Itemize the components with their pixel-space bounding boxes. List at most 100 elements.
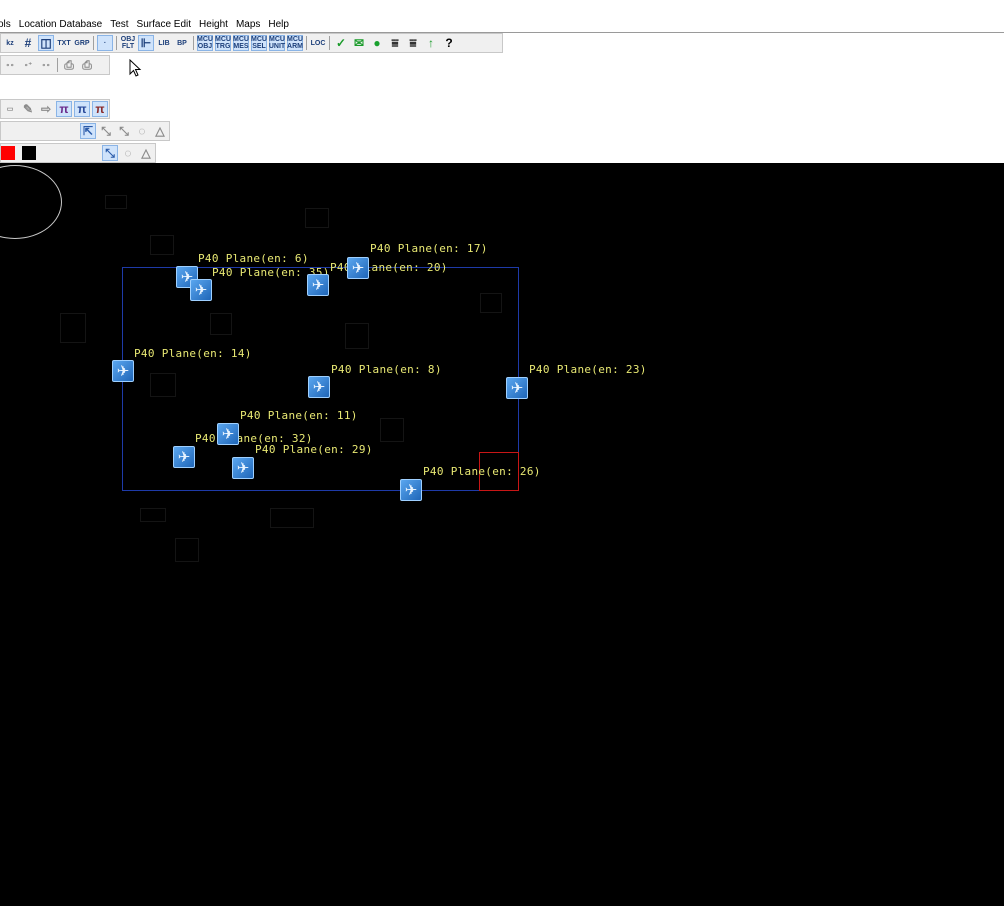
ground-level-2-icon[interactable]: ⩸ [409,35,417,50]
faint-object [60,313,86,343]
arrow-icon[interactable]: ⇨ [40,101,52,116]
plane-icon[interactable]: ✈ [173,446,195,468]
resize-3-icon[interactable]: ⤡ [102,145,118,161]
plane-icon[interactable]: ✈ [112,360,134,382]
edit-toolbar: ⇱ ⤡ ⤡ ◌ △ [0,121,170,141]
plane-label: P40 Plane(en: 11) [240,409,358,422]
dot-icon[interactable]: ● [373,35,381,50]
faint-object [150,373,176,397]
mcu-unit-icon[interactable]: MCU UNIT [268,35,286,51]
menu-surface-edit[interactable]: Surface Edit [136,19,192,30]
red-color-swatch[interactable] [1,146,15,160]
plane-icon[interactable]: ✈ [400,479,422,501]
node-split-icon[interactable]: ∘∘ [41,61,51,69]
draw-toolbar: ▭ ✎ ⇨ π π π [0,99,110,119]
kz-tool-icon[interactable]: kz [6,39,14,47]
pencil-icon[interactable]: ✎ [22,101,34,116]
mcu-arm-icon[interactable]: MCU ARM [287,35,303,51]
faint-object [305,208,329,228]
mcu-trg-icon[interactable]: MCU TRG [215,35,231,51]
up-arrow-icon[interactable]: ↑ [428,35,434,50]
pi-2-icon[interactable]: π [74,101,90,117]
ground-level-icon[interactable]: ⩸ [391,35,399,50]
mcu-sel-icon[interactable]: MCU SEL [251,35,267,51]
plane-label: P40 Plane(en: 29) [255,443,373,456]
color-toolbar: ⤡ ◌ △ [0,143,156,163]
toolbar-separator [193,36,194,50]
mail-icon[interactable]: ✉ [353,35,365,50]
plane-label: P40 Plane(en: 17) [370,242,488,255]
black-color-swatch[interactable] [22,146,36,160]
panel-icon[interactable]: ◫ [38,35,54,51]
mcu-obj-icon[interactable]: MCU OBJ [197,35,213,51]
menu-height[interactable]: Height [199,19,228,30]
node-toolbar: ∘∘ ∘⁺ ∘∘ ⎙ ⎙ [0,55,110,75]
faint-object [150,235,174,255]
mcu-mes-icon[interactable]: MCU MES [233,35,249,51]
plane-icon[interactable]: ✈ [308,376,330,398]
plane-icon[interactable]: ✈ [190,279,212,301]
point-icon[interactable]: · [97,35,113,51]
plane-label: P40 Plane(en: 14) [134,347,252,360]
faint-object [480,293,502,313]
plane-icon[interactable]: ✈ [307,274,329,296]
stamp-icon[interactable]: ⎙ [64,57,74,72]
stamp-2-icon[interactable]: ⎙ [82,57,92,72]
map-canvas[interactable]: P40 Plane(en: 6) P40 Plane(en: 35) P40 P… [0,163,1004,906]
plane-icon[interactable]: ✈ [506,377,528,399]
compass-dial [0,165,62,239]
faint-object [105,195,127,209]
triangle-icon[interactable]: △ [155,123,165,138]
toolbar-separator [306,36,307,50]
node-add-icon[interactable]: ∘⁺ [23,61,33,69]
loc-icon[interactable]: LOC [310,39,326,47]
txt-icon[interactable]: TXT [57,39,71,47]
resize-2-icon[interactable]: ⤡ [119,123,129,138]
faint-object [140,508,166,522]
plane-label: P40 Plane(en: 26) [423,465,541,478]
toolbar-separator [329,36,330,50]
faint-object [345,323,369,349]
toolbar-separator [93,36,94,50]
layer-icon[interactable]: ⊩ [138,35,154,51]
drop-2-icon[interactable]: ◌ [124,145,132,160]
obj-flt-icon[interactable]: OBJ FLT [120,36,136,50]
plane-label: P40 Plane(en: 23) [529,363,647,376]
menu-maps[interactable]: Maps [235,19,261,30]
faint-object [380,418,404,442]
mouse-cursor-icon [129,59,142,77]
main-toolbar: kz # ◫ TXT GRP · OBJ FLT ⊩ LIB BP MCU OB… [0,33,503,53]
faint-object [270,508,314,528]
faint-object [175,538,199,562]
top-panel: ols Location Database Test Surface Edit … [0,0,1004,163]
menu-tools[interactable]: ols [0,19,11,30]
menu-location-database[interactable]: Location Database [18,19,103,30]
triangle-2-icon[interactable]: △ [141,145,151,160]
faint-object [210,313,232,335]
highlighted-object-box[interactable] [479,452,519,491]
menu-bar: ols Location Database Test Surface Edit … [0,16,1004,33]
plane-label: P40 Plane(en: 35) [212,266,330,279]
help-icon[interactable]: ? [445,35,453,50]
grp-icon[interactable]: GRP [74,39,90,47]
menu-divider [0,32,1004,33]
resize-icon[interactable]: ⤡ [101,123,111,138]
plane-icon[interactable]: ✈ [347,257,369,279]
menu-help[interactable]: Help [268,19,289,30]
pi-icon[interactable]: π [56,101,72,117]
plane-label: P40 Plane(en: 8) [331,363,442,376]
drop-icon[interactable]: ◌ [138,123,146,138]
plane-icon[interactable]: ✈ [217,423,239,445]
node-chain-icon[interactable]: ∘∘ [5,61,15,69]
toolbar-separator [116,36,117,50]
edge-icon[interactable]: ⇱ [80,123,96,139]
pi-3-icon[interactable]: π [92,101,108,117]
rectangle-icon[interactable]: ▭ [6,105,14,113]
plane-icon[interactable]: ✈ [232,457,254,479]
lib-icon[interactable]: LIB [158,39,170,47]
check-icon[interactable]: ✓ [335,35,347,50]
menu-test[interactable]: Test [110,19,129,30]
bp-icon[interactable]: BP [177,39,187,47]
grid-icon[interactable]: # [24,35,32,50]
plane-label: P40 Plane(en: 6) [198,252,309,265]
